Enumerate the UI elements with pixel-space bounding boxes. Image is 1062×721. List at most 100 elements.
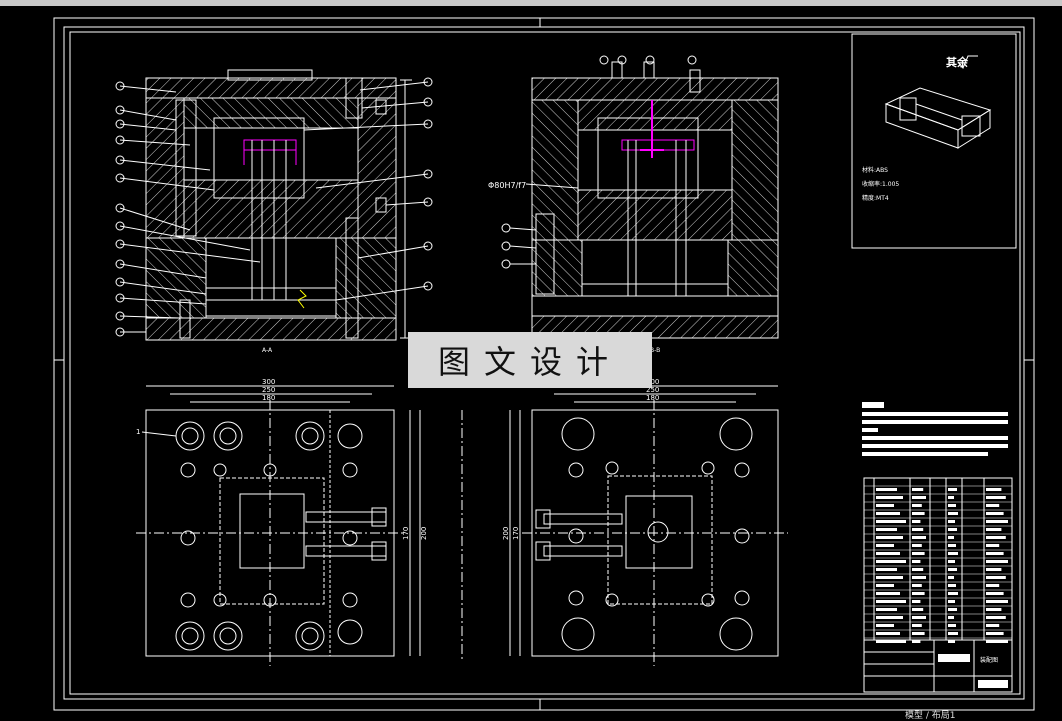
parts-list-cell-text — [876, 584, 894, 587]
parts-list-cell-text — [986, 504, 1000, 507]
parts-list-cell-text — [912, 608, 924, 611]
dim-top-left-0: 300 — [262, 378, 275, 386]
plan-view-right — [509, 385, 788, 666]
roughness-note: 其余 — [946, 55, 969, 69]
watermark-banner: 图文设计 — [408, 332, 652, 388]
parts-list-cell-text — [948, 544, 956, 547]
parts-list-cell-text — [876, 624, 894, 627]
parts-list-cell-text — [912, 584, 922, 587]
part-preview-panel — [851, 33, 1017, 249]
parts-list-cell-text — [912, 536, 926, 539]
part-label-1: 1 — [136, 428, 140, 436]
parts-list-cell-text — [876, 568, 897, 571]
part-note-2: 精度:MT4 — [862, 194, 889, 202]
parts-list-cell-text — [986, 592, 1004, 595]
parts-list-cell-text — [986, 488, 1002, 491]
parts-list-cell-text — [948, 520, 955, 523]
parts-list-cell-text — [986, 512, 1004, 515]
parts-list-cell-text — [986, 640, 1008, 643]
parts-list-cell-text — [912, 640, 921, 643]
parts-list-cell-text — [986, 616, 1006, 619]
parts-list-cell-text — [948, 640, 955, 643]
parts-list-cell-text — [986, 560, 1008, 563]
parts-list-cell-text — [986, 496, 1006, 499]
dim-side-left-1: 200 — [420, 527, 428, 540]
parts-list-cell-text — [912, 616, 926, 619]
parts-list-cell-text — [986, 600, 1008, 603]
parts-list-cell-text — [948, 560, 955, 563]
dim-side-right-0: 200 — [502, 527, 510, 540]
plan-view-left — [136, 385, 421, 666]
view-caption-right: B-B — [650, 347, 660, 354]
parts-list-cell-text — [912, 568, 924, 571]
title-block-name: 装配图 — [980, 656, 998, 664]
section-view-right — [501, 55, 779, 339]
parts-list-cell-text — [948, 616, 954, 619]
sheet-border — [53, 17, 1035, 711]
parts-list-cell-text — [948, 536, 954, 539]
parts-list-cell-text — [948, 528, 957, 531]
parts-list-cell-text — [948, 568, 957, 571]
parts-list-cell-text — [912, 504, 922, 507]
technical-notes — [862, 402, 1008, 456]
parts-list-cell-text — [948, 624, 956, 627]
parts-list-cell-text — [876, 536, 903, 539]
parts-list-cell-text — [876, 552, 900, 555]
parts-list-cell-text — [912, 512, 925, 515]
parts-list-cell-text — [876, 520, 906, 523]
dim-top-right-0: 300 — [646, 378, 659, 386]
parts-list-cell-text — [876, 496, 903, 499]
parts-list-cell-text — [948, 600, 955, 603]
layout-tab-status[interactable]: 模型 / 布局1 — [905, 711, 956, 721]
parts-list-cell-text — [986, 568, 1002, 571]
parts-list-cell-text — [912, 560, 921, 563]
title-block-fills — [938, 654, 1008, 688]
parts-list-cell-text — [876, 560, 906, 563]
parts-list-cell-text — [912, 600, 921, 603]
parts-list-cell-text — [986, 624, 1000, 627]
view-caption-left: A-A — [262, 347, 273, 354]
parts-list-cell-text — [948, 504, 956, 507]
parts-list-cell-text — [986, 632, 1004, 635]
fit-annotation: Φ80H7/f7 — [488, 181, 526, 190]
parts-list-cell-text — [986, 544, 1000, 547]
parts-list-cell-text — [876, 640, 906, 643]
parts-list-cell-text — [986, 536, 1006, 539]
parts-list-cell-text — [948, 584, 956, 587]
dim-side-left-0: 170 — [402, 527, 410, 540]
parts-list-cell-text — [876, 632, 900, 635]
parts-list-cell-text — [876, 600, 906, 603]
parts-list-cell-text — [912, 632, 925, 635]
parts-list-cell-text — [876, 512, 900, 515]
parts-list-cell-text — [948, 608, 957, 611]
parts-list-cell-text — [948, 632, 958, 635]
parts-list-cell-text — [948, 496, 954, 499]
parts-list-cell-text — [912, 488, 924, 491]
parts-list-cell-text — [912, 552, 925, 555]
dim-top-left-1: 250 — [262, 386, 275, 394]
parts-list-cell-text — [948, 488, 957, 491]
parts-list-cell-text — [876, 504, 894, 507]
parts-list-cell-text — [876, 576, 903, 579]
parts-list-cell-text — [986, 528, 1002, 531]
dim-top-right-1: 250 — [646, 386, 659, 394]
parts-list-cell-text — [876, 528, 897, 531]
parts-list-cell-text — [912, 528, 924, 531]
part-note-1: 收缩率:1.005 — [862, 180, 899, 188]
parts-list-cell-text — [986, 584, 1000, 587]
dim-side-right-1: 170 — [512, 527, 520, 540]
parts-list-cell-text — [912, 576, 926, 579]
section-view-left — [115, 69, 433, 341]
parts-list-cell-text — [876, 592, 900, 595]
parts-list-cell-text — [912, 544, 922, 547]
parts-list-rows — [864, 485, 1012, 643]
parts-list-cell-text — [986, 552, 1004, 555]
parts-list-cell-text — [912, 496, 926, 499]
parts-list-cell-text — [912, 520, 921, 523]
parts-list-cell-text — [986, 576, 1006, 579]
dim-top-right-2: 180 — [646, 394, 659, 402]
parts-list-cell-text — [986, 520, 1008, 523]
parts-list-cell-text — [876, 544, 894, 547]
parts-list-cell-text — [876, 616, 903, 619]
